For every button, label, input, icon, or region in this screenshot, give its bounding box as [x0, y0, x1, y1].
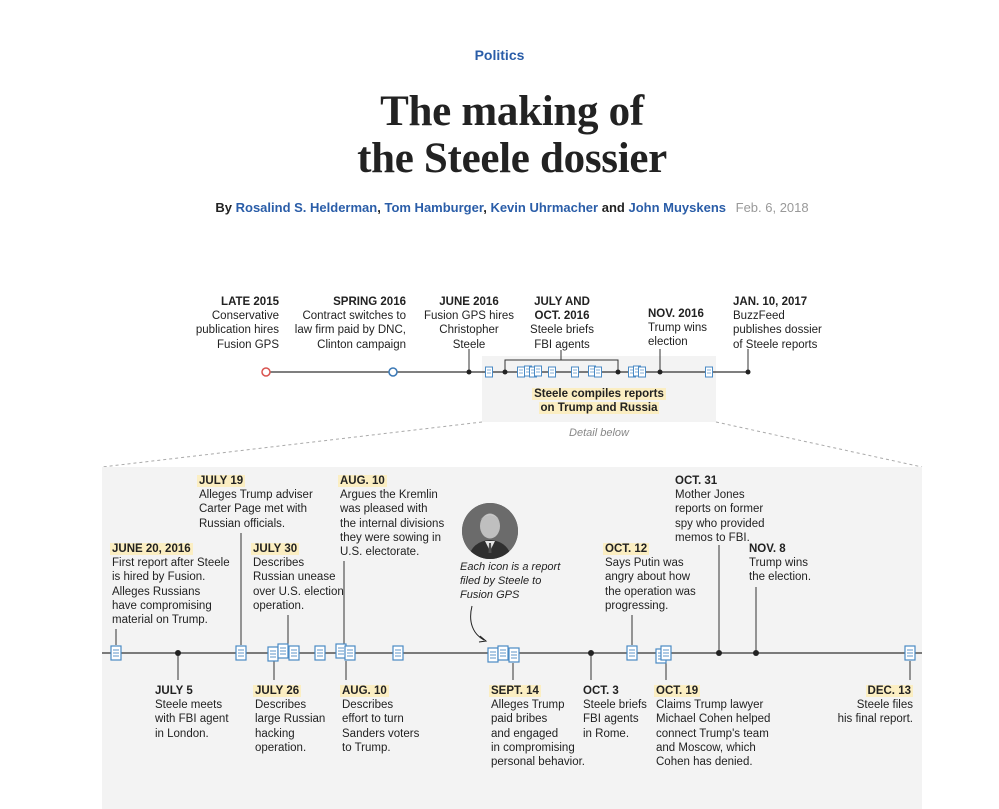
- marker-nov-8: [753, 650, 759, 656]
- event-text: Claims Trump lawyer Michael Cohen helped…: [656, 699, 771, 769]
- event-date: JULY 30: [251, 543, 300, 555]
- author-link[interactable]: Rosalind S. Helderman: [235, 200, 378, 215]
- marker-oct-3: [588, 650, 594, 656]
- event-date: JULY 5: [155, 685, 193, 697]
- event-text: Alleges Trump paid bribes and engaged in…: [491, 699, 585, 769]
- detail-event-oct-12: OCT. 12 Says Putin was angry about how t…: [603, 542, 705, 613]
- detail-event-nov-8: NOV. 8 Trump wins the election.: [749, 542, 839, 585]
- detail-event-july-19: JULY 19 Alleges Trump adviser Carter Pag…: [197, 474, 329, 531]
- detail-leaders: [115, 533, 911, 680]
- marker-oct-2016: [615, 369, 621, 375]
- connector-line-left: [101, 421, 483, 468]
- overview-event-july-oct-2016: JULY AND OCT. 2016 Steele briefs FBI age…: [516, 295, 608, 352]
- title-line-2: the Steele dossier: [357, 135, 667, 182]
- event-text: First report after Steele is hired by Fu…: [112, 557, 230, 627]
- detail-event-oct-19: OCT. 19 Claims Trump lawyer Michael Cohe…: [654, 684, 786, 769]
- event-date: JAN. 10, 2017: [733, 296, 808, 308]
- fbi-bracket: [504, 350, 619, 370]
- detail-event-dec-13: DEC. 13 Steele files his final report.: [812, 684, 913, 727]
- byline: By Rosalind S. Helderman, Tom Hamburger,…: [0, 200, 999, 215]
- author-link[interactable]: Kevin Uhrmacher: [490, 200, 599, 215]
- event-text: Mother Jones reports on former spy who p…: [675, 489, 765, 544]
- event-date: AUG. 10: [338, 475, 387, 487]
- page-title: The making of the Steele dossier: [0, 88, 999, 182]
- detail-below-note: Detail below: [569, 427, 629, 439]
- event-text: Alleges Trump adviser Carter Page met wi…: [199, 489, 313, 530]
- event-text: Says Putin was angry about how the opera…: [605, 557, 696, 612]
- compiles-line-2: on Trump and Russia: [538, 401, 660, 414]
- publish-date: Feb. 6, 2018: [735, 200, 809, 215]
- icon-explanation-note: Each icon is a report filed by Steele to…: [460, 561, 561, 601]
- detail-event-aug-10-above: AUG. 10 Argues the Kremlin was pleased w…: [338, 474, 460, 559]
- event-text: Trump wins election: [648, 322, 707, 349]
- marker-spring-2016: [388, 367, 398, 377]
- portrait-graphic: [462, 503, 518, 559]
- event-date: OCT. 12: [603, 543, 650, 555]
- event-date: NOV. 2016: [648, 308, 704, 320]
- author-link[interactable]: John Muyskens: [628, 200, 726, 215]
- overview-event-late-2015: LATE 2015 Conservative publication hires…: [169, 295, 279, 352]
- event-date: DEC. 13: [865, 685, 913, 697]
- section-label[interactable]: Politics: [474, 47, 525, 63]
- marker-june-2016: [466, 369, 472, 375]
- event-date: JUNE 2016: [439, 296, 499, 308]
- event-text: Steele meets with FBI agent in London.: [155, 699, 229, 740]
- overview-event-june-2016: JUNE 2016 Fusion GPS hires Christopher S…: [414, 295, 524, 352]
- event-date: LATE 2015: [221, 296, 279, 308]
- compiles-line-1: Steele compiles reports: [532, 388, 666, 400]
- event-date: SPRING 2016: [333, 296, 406, 308]
- byline-by: By: [215, 200, 232, 215]
- marker-july-2016: [502, 369, 508, 375]
- marker-oct-31: [716, 650, 722, 656]
- detail-event-july-26: JULY 26 Describes large Russian hacking …: [253, 684, 335, 755]
- byline-separator: ,: [483, 200, 487, 215]
- person-portrait-icon: [462, 503, 518, 559]
- author-link[interactable]: Tom Hamburger: [384, 200, 484, 215]
- note-arrow-icon: [470, 605, 485, 641]
- marker-nov-2016: [657, 369, 663, 375]
- marker-jan-2017: [745, 369, 751, 375]
- detail-event-oct-3: OCT. 3 Steele briefs FBI agents in Rome.: [583, 684, 663, 741]
- compiles-label: Steele compiles reports on Trump and Rus…: [482, 388, 716, 415]
- event-text: Describes Russian unease over U.S. elect…: [253, 557, 344, 612]
- event-text: Contract switches to law firm paid by DN…: [294, 310, 406, 351]
- title-line-1: The making of: [380, 88, 644, 135]
- detail-event-june-20: JUNE 20, 2016 First report after Steele …: [110, 542, 242, 627]
- event-date: JULY AND OCT. 2016: [534, 296, 590, 323]
- detail-event-oct-31: OCT. 31 Mother Jones reports on former s…: [675, 474, 775, 545]
- event-text: Steele briefs FBI agents in Rome.: [583, 699, 647, 740]
- event-text: Conservative publication hires Fusion GP…: [195, 310, 279, 351]
- event-text: Argues the Kremlin was pleased with the …: [340, 489, 445, 559]
- event-text: BuzzFeed publishes dossier of Steele rep…: [733, 310, 822, 351]
- event-text: Describes effort to turn Sanders voters …: [342, 699, 420, 754]
- event-date: JUNE 20, 2016: [110, 543, 193, 555]
- byline-and: and: [601, 200, 625, 215]
- event-date: NOV. 8: [749, 543, 786, 555]
- event-date: OCT. 19: [654, 685, 701, 697]
- event-text: Fusion GPS hires Christopher Steele: [423, 310, 515, 351]
- overview-event-spring-2016: SPRING 2016 Contract switches to law fir…: [276, 295, 406, 352]
- event-date: AUG. 10: [340, 685, 389, 697]
- byline-separator: ,: [377, 200, 381, 215]
- event-date: JULY 26: [253, 685, 302, 697]
- marker-late-2015: [261, 367, 271, 377]
- marker-july-5: [175, 650, 181, 656]
- event-text: Steele briefs FBI agents: [530, 324, 594, 351]
- detail-event-july-30: JULY 30 Describes Russian unease over U.…: [251, 542, 353, 613]
- connector-line-right: [715, 421, 923, 468]
- event-date: JULY 19: [197, 475, 246, 487]
- arrowhead-icon: [478, 635, 488, 643]
- event-date: OCT. 31: [675, 475, 718, 487]
- detail-event-aug-10-below: AUG. 10 Describes effort to turn Sanders…: [340, 684, 432, 755]
- detail-event-sept-14: SEPT. 14 Alleges Trump paid bribes and e…: [489, 684, 591, 769]
- detail-event-july-5: JULY 5 Steele meets with FBI agent in Lo…: [155, 684, 245, 741]
- event-date: OCT. 3: [583, 685, 619, 697]
- event-date: SEPT. 14: [489, 685, 541, 697]
- overview-event-nov-2016: NOV. 2016 Trump wins election: [648, 307, 728, 350]
- event-text: Trump wins the election.: [749, 557, 812, 584]
- event-text: Describes large Russian hacking operatio…: [255, 699, 326, 754]
- overview-event-jan-2017: JAN. 10, 2017 BuzzFeed publishes dossier…: [733, 295, 843, 352]
- event-text: Steele files his final report.: [837, 699, 913, 726]
